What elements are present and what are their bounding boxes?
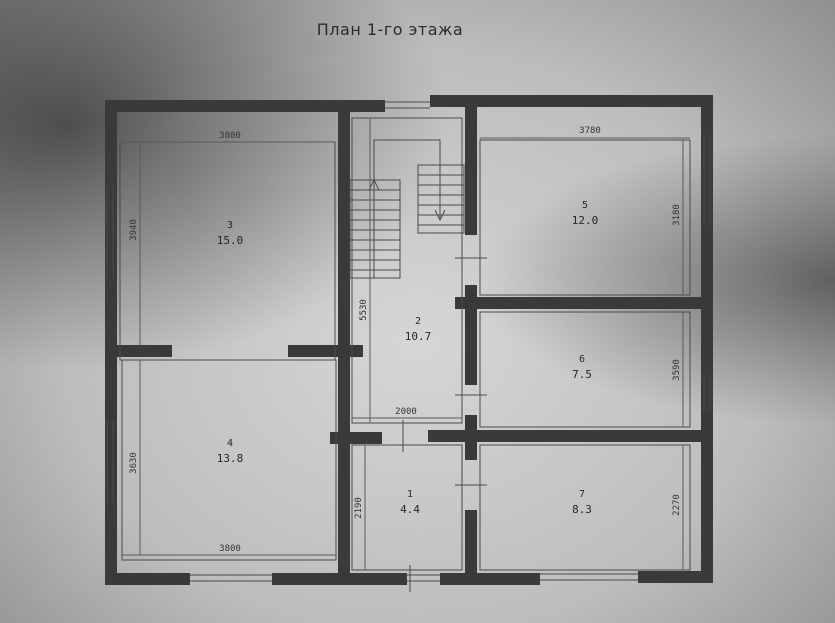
- wall-rooms-3-4b: [288, 345, 363, 357]
- wall-right-partition-mid: [465, 285, 477, 385]
- dim-room5-width: 3780: [579, 126, 601, 136]
- dim-room3-width: 3800: [219, 131, 241, 141]
- wall-rooms-6-7: [428, 430, 705, 442]
- outer-wall-bottom-right: [638, 571, 713, 583]
- dimension-lines: [120, 118, 690, 570]
- room-4-number: 4: [227, 438, 233, 449]
- staircase: [349, 139, 465, 279]
- outer-wall-bottom-left: [105, 573, 190, 585]
- dim-room5-height: 3180: [672, 204, 682, 226]
- outer-wall-bottom-mid: [272, 573, 407, 585]
- wall-right-partition-bottom: [465, 510, 477, 575]
- outer-wall-left: [105, 100, 117, 585]
- room-7-area: 8.3: [572, 503, 592, 516]
- windows: [106, 101, 711, 582]
- dim-room3-height: 3940: [129, 219, 139, 241]
- wall-rooms-5-6: [455, 297, 705, 309]
- dim-room7-height: 2270: [672, 494, 682, 516]
- room-4-area: 13.8: [217, 452, 244, 465]
- outer-wall-top-left: [105, 100, 385, 112]
- room-1-number: 1: [407, 489, 413, 500]
- dim-hall-height: 5530: [359, 299, 369, 321]
- room-1-label: 1 4.4: [400, 489, 420, 516]
- dim-room1-height: 2190: [354, 497, 364, 519]
- room-6-label: 6 7.5: [572, 354, 592, 381]
- outer-wall-top-right: [430, 95, 713, 107]
- room-7-number: 7: [579, 489, 585, 500]
- dim-room4-width: 3800: [219, 544, 241, 554]
- room-4-label: 4 13.8: [217, 438, 244, 465]
- room-5-label: 5 12.0: [572, 200, 599, 227]
- room-7-label: 7 8.3: [572, 489, 592, 516]
- room-3-area: 15.0: [217, 234, 244, 247]
- room-6-area: 7.5: [572, 368, 592, 381]
- wall-room-1-top: [330, 432, 382, 444]
- wall-rooms-3-4: [117, 345, 172, 357]
- room-1-area: 4.4: [400, 503, 420, 516]
- room-2-label: 2 10.7: [405, 316, 432, 343]
- wall-right-partition-top: [465, 105, 477, 235]
- room-2-area: 10.7: [405, 330, 432, 343]
- wall-left-partition: [338, 105, 350, 575]
- room-5-area: 12.0: [572, 214, 599, 227]
- dim-room6-height: 3590: [672, 359, 682, 381]
- room-6-number: 6: [579, 354, 585, 365]
- room-5-number: 5: [582, 200, 588, 211]
- page-title: План 1-го этажа: [316, 20, 464, 39]
- outer-wall-bottom-mid2: [440, 573, 540, 585]
- room-3-label: 3 15.0: [217, 220, 244, 247]
- dim-hall-width: 2000: [395, 407, 417, 417]
- dim-room4-height: 3630: [129, 452, 139, 474]
- room-3-number: 3: [227, 220, 233, 231]
- outer-wall-right: [701, 95, 713, 583]
- room-2-number: 2: [415, 316, 421, 327]
